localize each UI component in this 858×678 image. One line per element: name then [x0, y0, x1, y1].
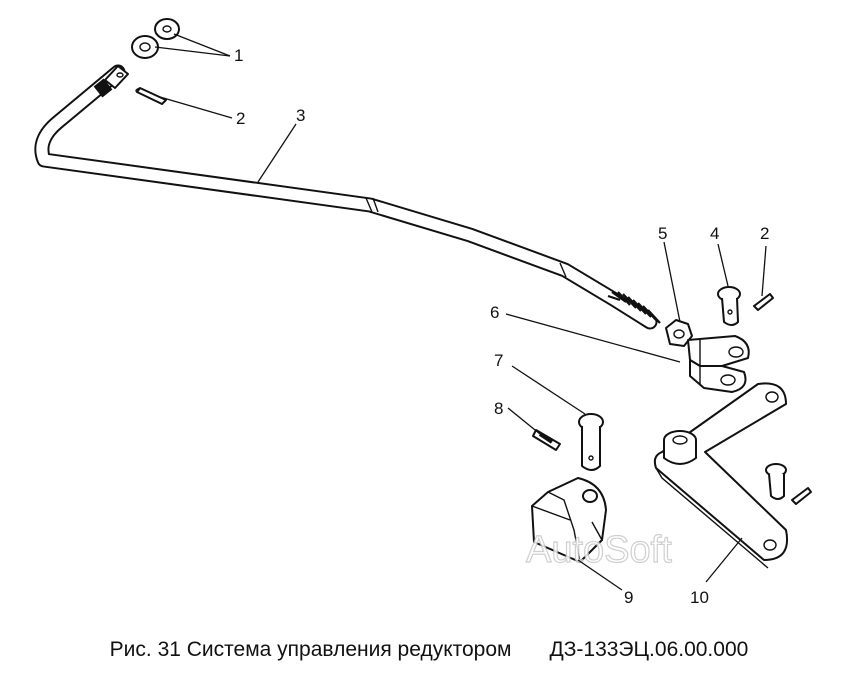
part-10-lever — [653, 382, 812, 569]
callout-9: 9 — [624, 588, 633, 607]
part-6-clevis-fork — [687, 335, 750, 393]
callout-1: 1 — [234, 46, 243, 65]
caption-drawing-code: ДЗ-133ЭЦ.06.00.000 — [549, 638, 749, 661]
callout-4: 4 — [710, 224, 719, 243]
callout-7: 7 — [494, 351, 503, 370]
part-2-cotter-pin-right — [753, 293, 774, 311]
callout-2-right: 2 — [760, 224, 769, 243]
callout-8: 8 — [494, 399, 503, 418]
part-4-clevis-pin — [717, 286, 741, 326]
callout-6: 6 — [490, 303, 499, 322]
callout-10: 10 — [690, 588, 709, 607]
part-7-pin — [578, 413, 604, 471]
callout-5: 5 — [658, 224, 667, 243]
part-8-cotter-pin — [532, 429, 561, 451]
figure-caption: Рис. 31 Система управления редуктором ДЗ-… — [0, 638, 858, 662]
watermark-text: AutoSoft — [526, 529, 672, 571]
part-5-hex-nut — [665, 319, 693, 347]
part-1-washers — [131, 18, 180, 59]
leader-lines — [154, 33, 767, 591]
callout-numbers: 1 2 3 5 4 2 6 7 8 9 10 — [234, 46, 769, 607]
part-9-bracket — [531, 477, 607, 563]
callout-3: 3 — [296, 106, 305, 125]
part-2-cotter-pin-upper — [135, 87, 167, 105]
part-3-control-rod — [34, 64, 661, 330]
rod-thread — [607, 291, 661, 324]
callout-2-upper: 2 — [236, 109, 245, 128]
caption-title: Рис. 31 Система управления редуктором — [109, 638, 512, 661]
